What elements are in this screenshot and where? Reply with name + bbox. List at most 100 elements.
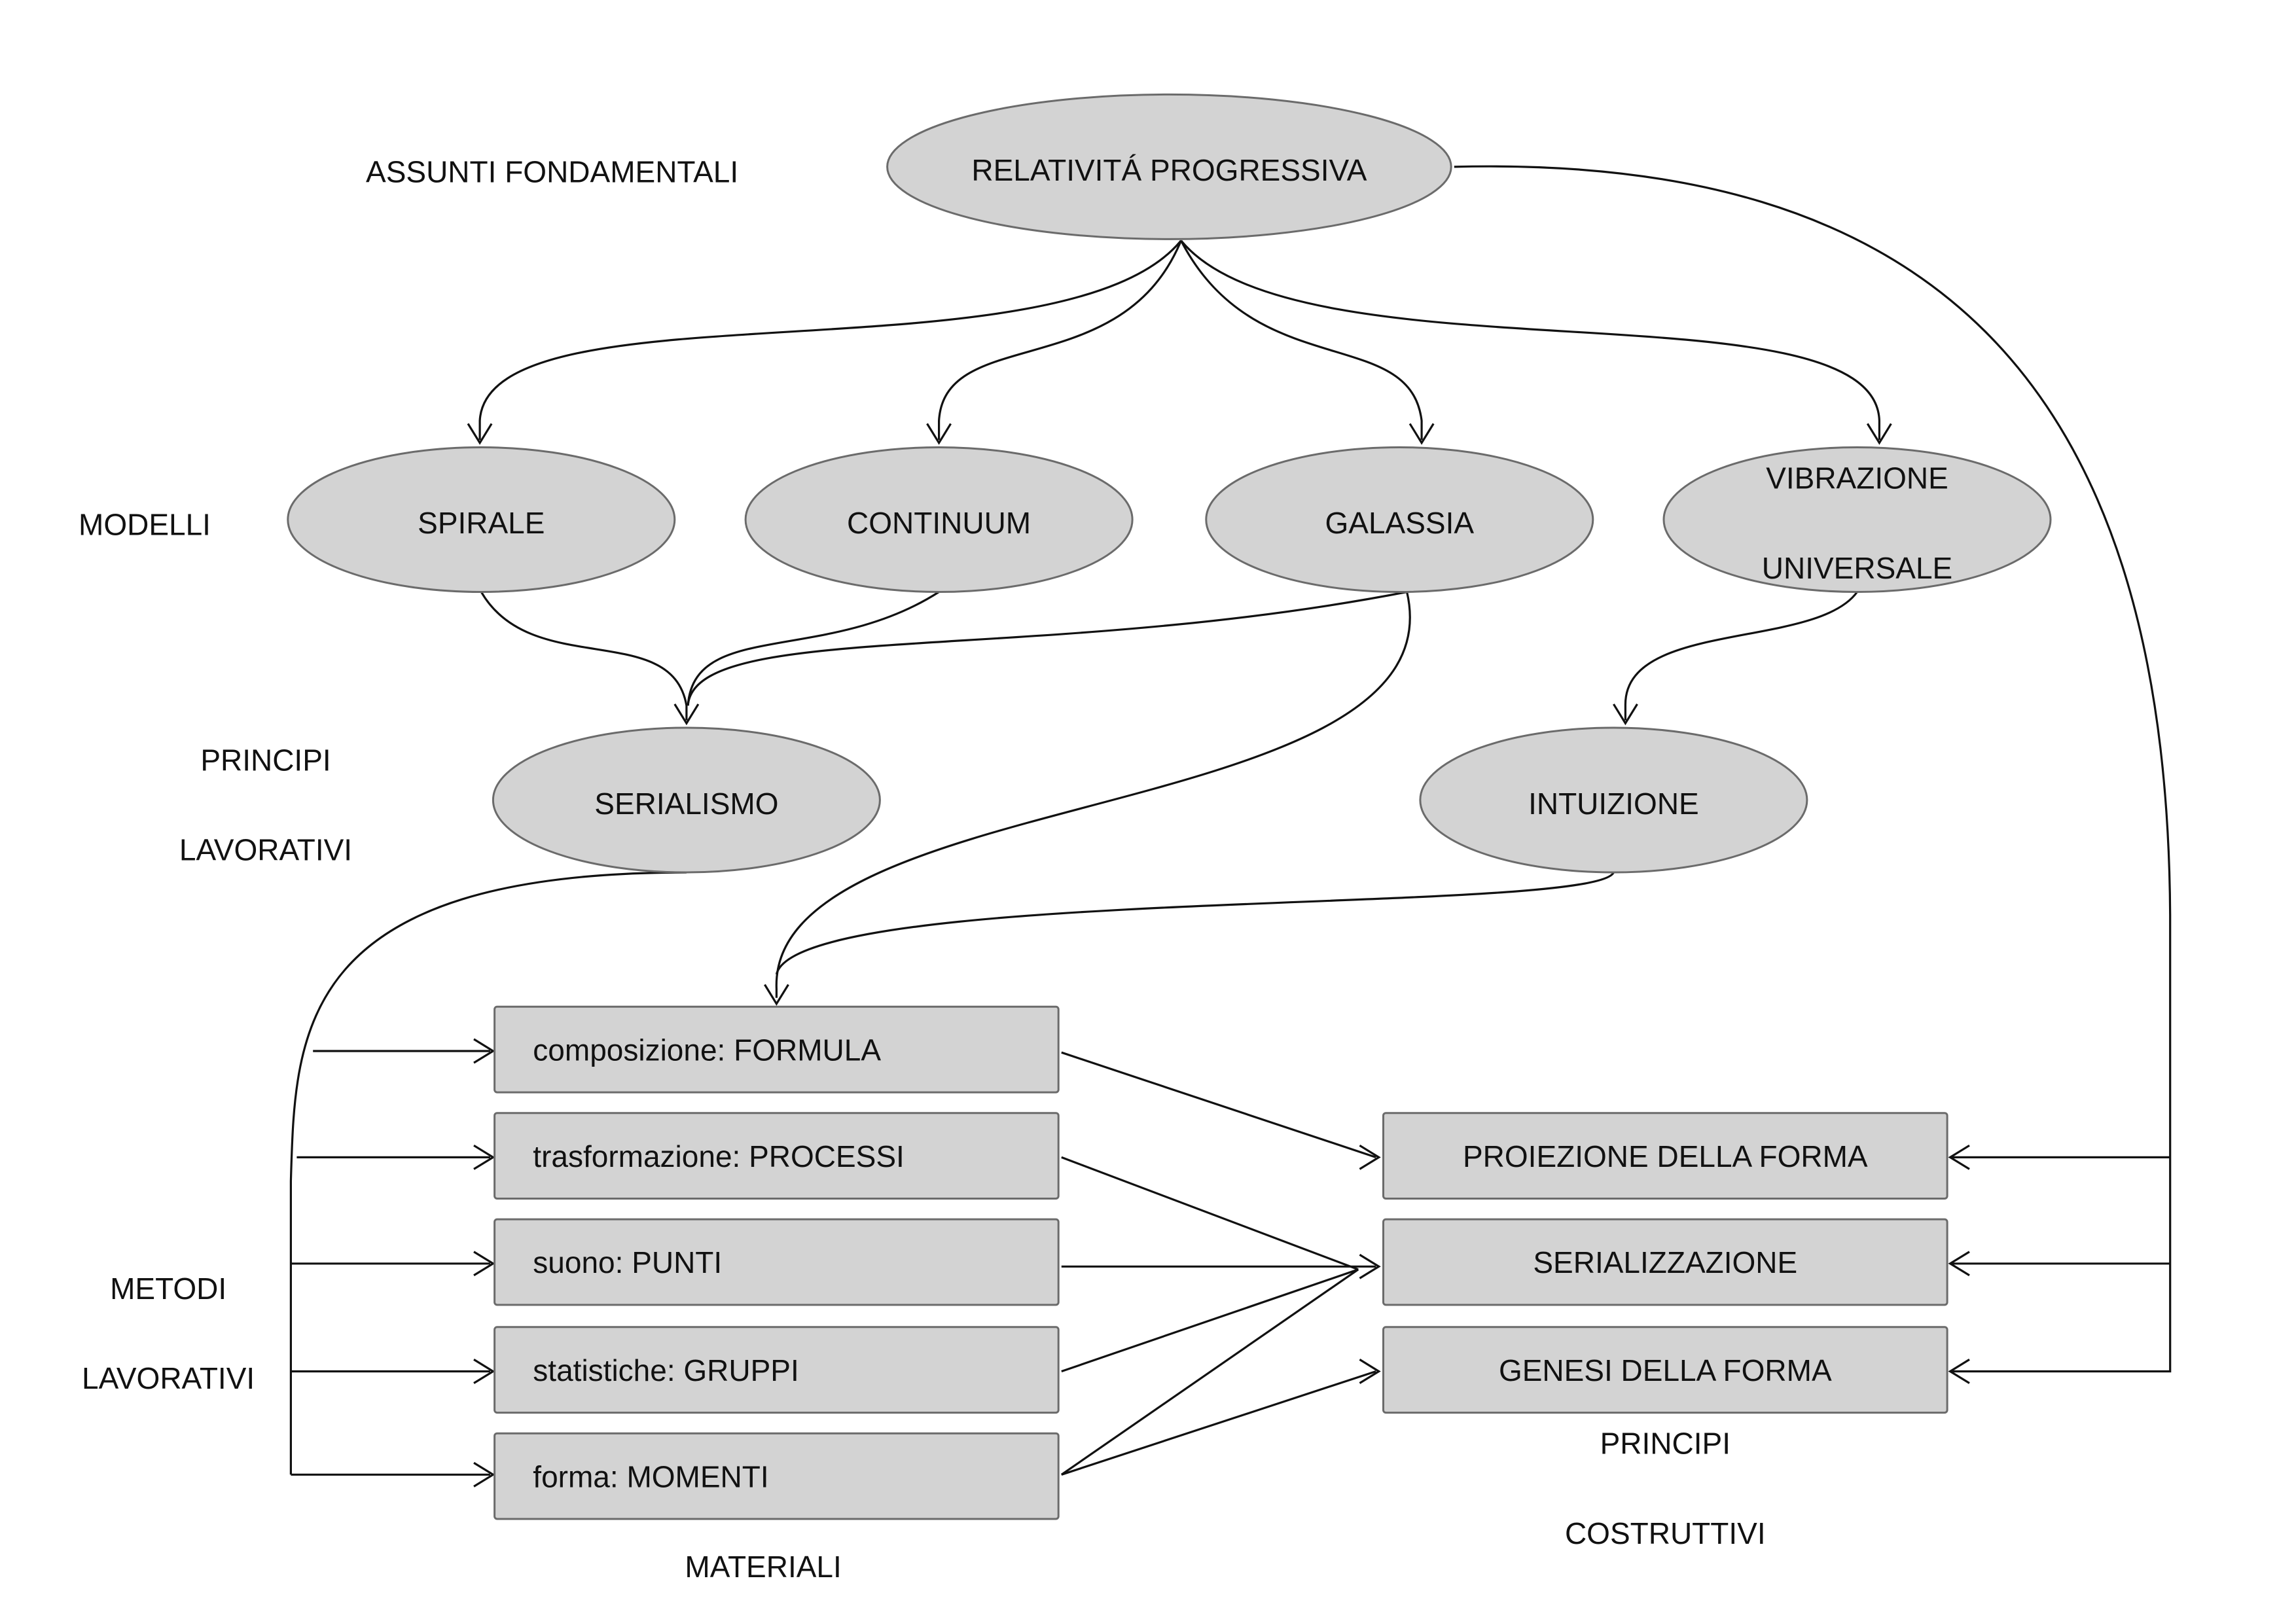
arrow-genesi-in [1359,1359,1381,1384]
materiale-processi-box: trasformazione: PROCESSI [493,1112,1060,1200]
intuizione-node: INTUIZIONE [1419,726,1808,874]
arrow-vibrazione [1866,423,1892,445]
proiezione-della-forma-box-label-line: PROIEZIONE DELLA FORMA [1463,1139,1868,1173]
label-metodi-lavorativi-line: LAVORATIVI [82,1361,255,1395]
label-principi-lavorativi: PRINCIPI LAVORATIVI [179,743,352,866]
serialismo-node-label: SERIALISMO [594,787,778,821]
edge-continuum-serialismo [687,591,940,706]
materiale-formula-box-label-line: composizione: FORMULA [533,1033,881,1067]
arrow-punti [473,1251,495,1277]
vibrazione-universale-node-shape [1662,446,2052,593]
arrow-serializzazione-right [1948,1251,1970,1277]
genesi-della-forma-box: GENESI DELLA FORMA [1382,1326,1948,1414]
genesi-della-forma-box-label: GENESI DELLA FORMA [1499,1353,1832,1387]
arrow-galassia [1408,423,1435,445]
vibrazione-universale-node-label-line: UNIVERSALE [1762,551,1952,585]
materiale-momenti-box: forma: MOMENTI [493,1432,1060,1520]
materiale-punti-box-shape [493,1218,1060,1306]
edge-processi-serializzazione [1061,1156,1359,1271]
continuum-node-label: CONTINUUM [847,506,1031,540]
edge-gruppi-serializzazione [1061,1268,1359,1373]
arrow-continuum [926,423,952,445]
proiezione-della-forma-box-label: PROIEZIONE DELLA FORMA [1463,1139,1868,1173]
edge-vibrazione-intuizione [1624,591,1858,721]
materiale-processi-box-label: trasformazione: PROCESSI [533,1139,905,1173]
arrow-spirale [467,423,493,445]
materiale-punti-box: suono: PUNTI [493,1218,1060,1306]
label-principi-lavorativi-line: PRINCIPI [200,743,331,777]
arrow-proiezione-in [1359,1144,1381,1170]
spirale-node-label: SPIRALE [418,506,545,540]
galassia-node-shape [1205,446,1594,593]
serializzazione-box-label: SERIALIZZAZIONE [1533,1245,1797,1279]
galassia-node: GALASSIA [1205,446,1594,593]
materiale-formula-box-shape [493,1005,1060,1094]
materiale-momenti-box-label-line: forma: MOMENTI [533,1459,768,1493]
label-materiali-line: MATERIALI [685,1550,841,1584]
label-principi-lavorativi-line: LAVORATIVI [179,833,352,867]
continuum-node: CONTINUUM [744,446,1134,593]
proiezione-della-forma-box-shape [1382,1112,1948,1200]
relativita-progressiva-node-label-line: RELATIVITÁ PROGRESSIVA [971,153,1367,187]
edge-relativita-continuum [938,240,1182,440]
serializzazione-box-label-line: SERIALIZZAZIONE [1533,1245,1797,1279]
intuizione-node-label-line: INTUIZIONE [1528,787,1699,821]
materiale-processi-box-shape [493,1112,1060,1200]
edge-galassia-serialismo [687,590,1407,706]
connectors [289,165,2172,1488]
edge-serialismo-trunk [289,871,687,1475]
materiale-punti-box-label: suono: PUNTI [533,1245,722,1279]
arrow-materiali [764,984,789,1006]
arrow-momenti [473,1461,495,1488]
arrow-gruppi [473,1359,495,1384]
materiale-gruppi-box: statistiche: GRUPPI [493,1326,1060,1414]
materiale-processi-box-label-line: trasformazione: PROCESSI [533,1139,905,1173]
edge-relativita-spirale [478,240,1182,440]
section-labels: ASSUNTI FONDAMENTALI MODELLI PRINCIPI LAVOR… [79,154,1766,1584]
materiale-gruppi-box-label-line: statistiche: GRUPPI [533,1353,798,1387]
edge-spirale-serialismo [480,591,688,721]
edge-relativita-galassia [1180,240,1423,440]
materiale-gruppi-box-label: statistiche: GRUPPI [533,1353,798,1387]
relativita-progressiva-node-label: RELATIVITÁ PROGRESSIVA [971,153,1367,187]
edge-momenti-genesi [1061,1370,1376,1476]
edge-galassia-materiali [775,592,1411,998]
arrow-processi [473,1144,495,1170]
materiale-formula-box: composizione: FORMULA [493,1005,1060,1094]
vibrazione-universale-node-label: VIBRAZIONE UNIVERSALE [1762,461,1952,584]
arrow-proiezione-right [1948,1144,1970,1170]
arrow-intuizione [1613,704,1638,726]
materiale-momenti-box-shape [493,1432,1060,1520]
vibrazione-universale-node-label-line: VIBRAZIONE [1766,461,1948,495]
serializzazione-box-shape [1382,1218,1948,1306]
materiale-punti-box-label-line: suono: PUNTI [533,1245,722,1279]
label-principi-costruttivi-line: PRINCIPI [1600,1427,1731,1461]
galassia-node-label: GALASSIA [1325,506,1475,540]
materiale-gruppi-box-shape [493,1326,1060,1414]
edge-relativita-principi [1454,165,2172,1373]
nodes: RELATIVITÁ PROGRESSIVA SPIRALE CONTINUUM GA… [287,93,2052,1520]
materiale-momenti-box-label: forma: MOMENTI [533,1459,768,1493]
genesi-della-forma-box-label-line: GENESI DELLA FORMA [1499,1353,1832,1387]
vibrazione-universale-node: VIBRAZIONE UNIVERSALE [1662,446,2052,593]
relativita-progressiva-node: RELATIVITÁ PROGRESSIVA [886,93,1452,240]
label-modelli: MODELLI [79,507,211,541]
intuizione-node-label: INTUIZIONE [1528,787,1699,821]
serialismo-node-label-line: SERIALISMO [594,787,778,821]
serialismo-node-shape [492,726,881,874]
arrow-formula [473,1038,495,1064]
spirale-node-label-line: SPIRALE [418,506,545,540]
proiezione-della-forma-box: PROIEZIONE DELLA FORMA [1382,1112,1948,1200]
label-assunti-fondamentali-line: ASSUNTI FONDAMENTALI [366,154,738,188]
serialismo-node: SERIALISMO [492,726,881,874]
relativita-progressiva-node-shape [886,93,1452,240]
continuum-node-shape [744,446,1134,593]
spirale-node: SPIRALE [287,446,676,593]
edge-relativita-vibrazione [1180,240,1880,440]
spirale-node-shape [287,446,676,593]
label-assunti-fondamentali: ASSUNTI FONDAMENTALI [366,154,738,188]
galassia-node-label-line: GALASSIA [1325,506,1475,540]
continuum-node-label-line: CONTINUUM [847,506,1031,540]
intuizione-node-shape [1419,726,1808,874]
